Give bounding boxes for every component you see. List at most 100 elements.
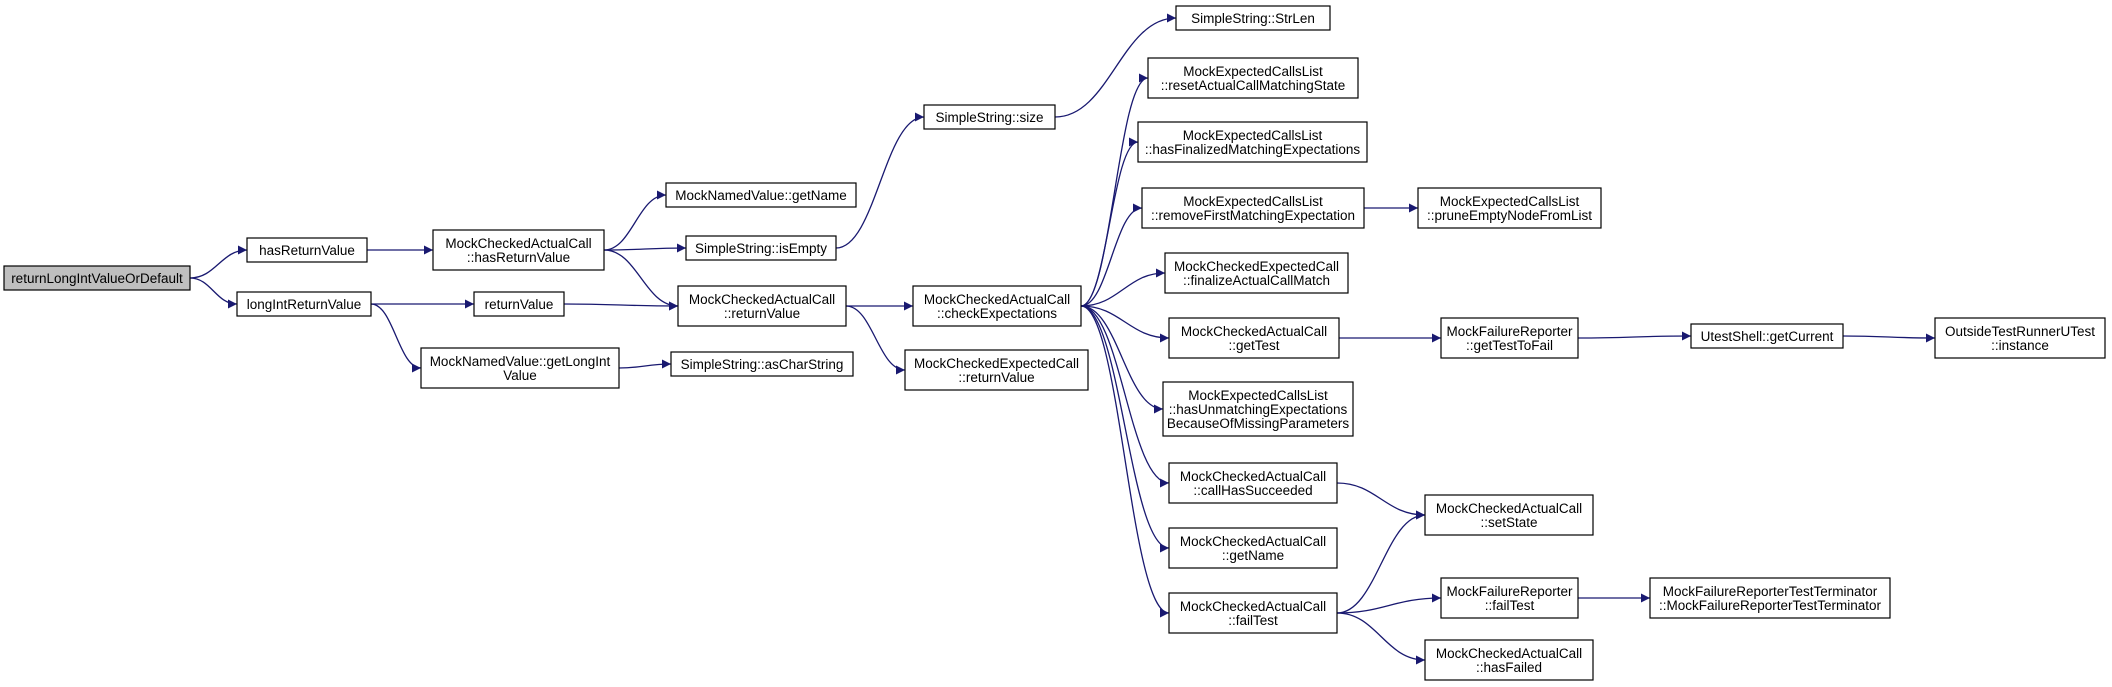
node-mecl-has-unmatching[interactable]: MockExpectedCallsList::hasUnmatchingExpe… (1162, 381, 1354, 437)
node-mcac-has-failed[interactable]: MockCheckedActualCall::hasFailed (1424, 639, 1594, 681)
node-box (3, 265, 191, 291)
node-label: MockCheckedActualCall (1436, 501, 1582, 516)
node-box (1175, 5, 1331, 31)
node-mcac-call-has-succeeded[interactable]: MockCheckedActualCall::callHasSucceeded (1168, 462, 1338, 504)
node-otr-instance[interactable]: OutsideTestRunnerUTest::instance (1934, 317, 2106, 359)
call-edge-mcac-return-value-to-mcec-return-value (845, 305, 906, 375)
node-long-int-return-value[interactable]: longIntReturnValue (236, 291, 372, 317)
node-mecl-reset[interactable]: MockExpectedCallsList::resetActualCallMa… (1147, 57, 1359, 99)
node-mcac-has-return-value[interactable]: MockCheckedActualCall::hasReturnValue (432, 229, 605, 271)
node-label: ::hasFinalizedMatchingExpectations (1145, 142, 1361, 157)
node-label: SimpleString::asCharString (681, 357, 844, 372)
node-label: UtestShell::getCurrent (1701, 329, 1834, 344)
node-label: SimpleString::size (935, 110, 1043, 125)
node-box (1137, 121, 1368, 163)
call-edge-mfr-get-test-to-fail-to-us-get-current (1577, 331, 1692, 341)
node-mfr-fail-test[interactable]: MockFailureReporter::failTest (1440, 577, 1579, 619)
node-mcac-fail-test[interactable]: MockCheckedActualCall::failTest (1168, 592, 1338, 634)
node-label: MockCheckedExpectedCall (914, 356, 1079, 371)
call-edge-mcac-check-expectations-to-mcec-finalize (1080, 268, 1166, 307)
node-label: returnValue (485, 297, 554, 312)
node-label: MockCheckedExpectedCall (1174, 259, 1339, 274)
node-mcac-return-value[interactable]: MockCheckedActualCall::returnValue (677, 285, 847, 327)
node-label: MockFailureReporter (1446, 324, 1573, 339)
node-root[interactable]: returnLongIntValueOrDefault (3, 265, 191, 291)
node-label: ::getName (1222, 548, 1284, 563)
node-ss-is-empty[interactable]: SimpleString::isEmpty (685, 235, 837, 261)
node-us-get-current[interactable]: UtestShell::getCurrent (1690, 323, 1844, 349)
call-edge-mcac-check-expectations-to-mcac-get-name (1080, 305, 1170, 553)
node-mcec-return-value[interactable]: MockCheckedExpectedCall::returnValue (904, 349, 1089, 391)
node-label: MockFailureReporter (1446, 584, 1573, 599)
call-edge-mcac-call-has-succeeded-to-mcac-set-state (1336, 482, 1426, 520)
node-label: MockCheckedActualCall (1181, 324, 1327, 339)
node-box (1168, 592, 1338, 634)
node-label: ::pruneEmptyNodeFromList (1427, 208, 1592, 223)
node-label: ::hasFailed (1476, 660, 1542, 675)
node-label: returnLongIntValueOrDefault (11, 271, 183, 286)
node-label: MockCheckedActualCall (1180, 469, 1326, 484)
node-label: MockCheckedActualCall (689, 292, 835, 307)
node-box (665, 182, 857, 208)
node-ss-str-len[interactable]: SimpleString::StrLen (1175, 5, 1331, 31)
node-label: Value (503, 368, 537, 383)
call-edge-mcac-check-expectations-to-mecl-has-unmatching (1080, 305, 1164, 414)
node-label: SimpleString::StrLen (1191, 11, 1315, 26)
node-mcac-check-expectations[interactable]: MockCheckedActualCall::checkExpectations (912, 285, 1082, 327)
node-label: MockCheckedActualCall (1180, 599, 1326, 614)
node-mcac-get-test[interactable]: MockCheckedActualCall::getTest (1168, 317, 1340, 359)
node-mcac-set-state[interactable]: MockCheckedActualCall::setState (1424, 494, 1594, 536)
node-box (1649, 577, 1891, 619)
node-label: MockExpectedCallsList (1188, 388, 1328, 403)
node-return-value[interactable]: returnValue (473, 291, 565, 317)
node-mecl-prune[interactable]: MockExpectedCallsList::pruneEmptyNodeFro… (1417, 187, 1602, 229)
node-label: ::MockFailureReporterTestTerminator (1659, 598, 1882, 613)
node-box (1424, 494, 1594, 536)
call-edge-mcac-check-expectations-to-mecl-reset (1080, 73, 1149, 307)
node-mcac-get-name[interactable]: MockCheckedActualCall::getName (1168, 527, 1338, 569)
node-label: MockCheckedActualCall (1436, 646, 1582, 661)
node-label: ::getTest (1228, 338, 1279, 353)
node-label: ::callHasSucceeded (1193, 483, 1312, 498)
call-edge-mcac-check-expectations-to-mcac-get-test (1080, 305, 1170, 343)
node-box (1440, 577, 1579, 619)
node-box (246, 237, 368, 263)
node-label: SimpleString::isEmpty (695, 241, 827, 256)
node-box (677, 285, 847, 327)
node-label: ::hasUnmatchingExpectations (1169, 402, 1348, 417)
node-box (1168, 462, 1338, 504)
node-label: ::setState (1480, 515, 1537, 530)
node-box (1168, 317, 1340, 359)
call-edge-return-value-to-mcac-return-value (563, 301, 679, 311)
node-label: hasReturnValue (259, 243, 355, 258)
call-edge-mcac-check-expectations-to-mcac-fail-test (1080, 305, 1170, 618)
node-mecl-has-finalized[interactable]: MockExpectedCallsList::hasFinalizedMatch… (1137, 121, 1368, 163)
call-edge-root-to-long-int-return-value (189, 277, 238, 309)
node-label: MockCheckedActualCall (924, 292, 1070, 307)
node-box (685, 235, 837, 261)
node-box (1141, 187, 1365, 229)
node-has-return-value[interactable]: hasReturnValue (246, 237, 368, 263)
node-label: MockExpectedCallsList (1183, 64, 1323, 79)
call-edge-ss-is-empty-to-ss-size (835, 112, 925, 249)
node-mcec-finalize[interactable]: MockCheckedExpectedCall::finalizeActualC… (1164, 252, 1349, 294)
node-mecl-remove-first[interactable]: MockExpectedCallsList::removeFirstMatchi… (1141, 187, 1365, 229)
call-edge-mcac-has-return-value-to-mcac-return-value (603, 249, 679, 311)
node-label: ::getTestToFail (1466, 338, 1553, 353)
node-mfr-get-test-to-fail[interactable]: MockFailureReporter::getTestToFail (1440, 317, 1579, 359)
node-box (1162, 381, 1354, 437)
node-label: ::checkExpectations (937, 306, 1057, 321)
call-edge-us-get-current-to-otr-instance (1842, 333, 1936, 343)
call-edge-mcac-fail-test-to-mcac-has-failed (1336, 612, 1426, 665)
node-ss-as-char-string[interactable]: SimpleString::asCharString (670, 351, 854, 377)
node-mnv-get-name[interactable]: MockNamedValue::getName (665, 182, 857, 208)
node-label: MockExpectedCallsList (1183, 194, 1323, 209)
node-ss-size[interactable]: SimpleString::size (923, 104, 1056, 130)
node-label: ::hasReturnValue (467, 250, 570, 265)
node-label: OutsideTestRunnerUTest (1945, 324, 2095, 339)
node-mfrtt-ctor[interactable]: MockFailureReporterTestTerminator::MockF… (1649, 577, 1891, 619)
node-box (432, 229, 605, 271)
node-box (1690, 323, 1844, 349)
